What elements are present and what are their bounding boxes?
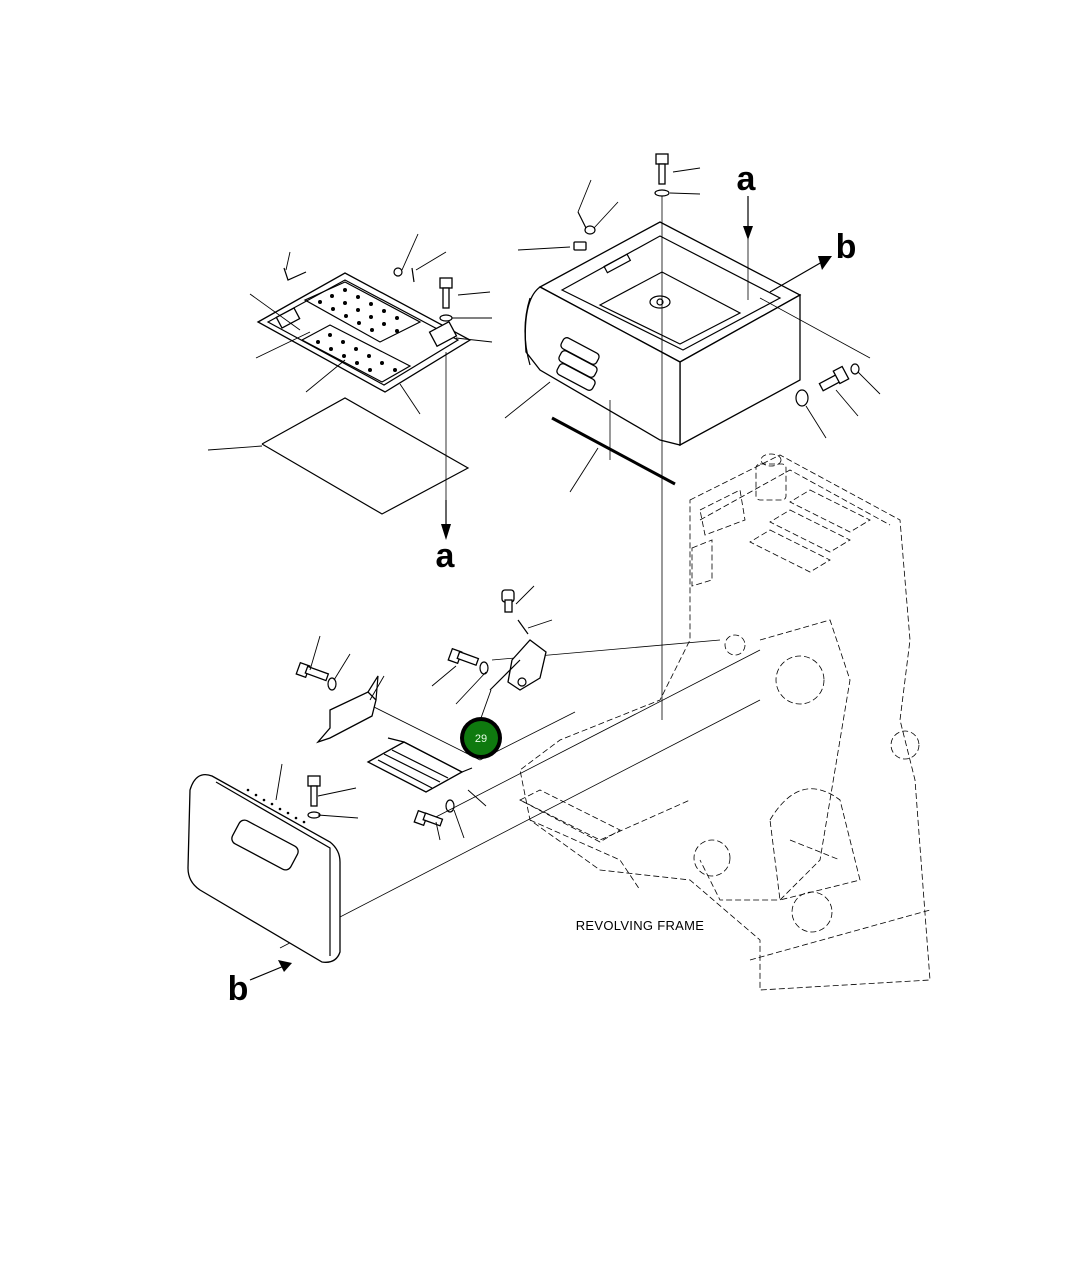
reference-letter-a-top: a [737, 160, 757, 198]
perforation-dots [316, 288, 399, 372]
reference-letter-a-bottom: a [436, 537, 456, 575]
callout-leaders [207, 167, 881, 841]
bracket-and-step-assembly [295, 589, 547, 827]
badge-leader-line [480, 689, 492, 719]
panel-edge-holes [246, 788, 306, 824]
reference-letter-b-left: b [228, 970, 249, 1008]
badge-label: 29 [475, 733, 487, 745]
reference-letter-b-right: b [836, 228, 857, 266]
cover-plate-assembly [256, 267, 472, 515]
revolving-frame-caption: REVOLVING FRAME [576, 918, 705, 933]
badge-fill [464, 721, 498, 755]
part-callout-badge[interactable]: 29 [460, 717, 502, 759]
front-cover-panel [187, 773, 341, 963]
revolving-frame [519, 453, 931, 991]
battery-box-assembly [524, 153, 860, 486]
